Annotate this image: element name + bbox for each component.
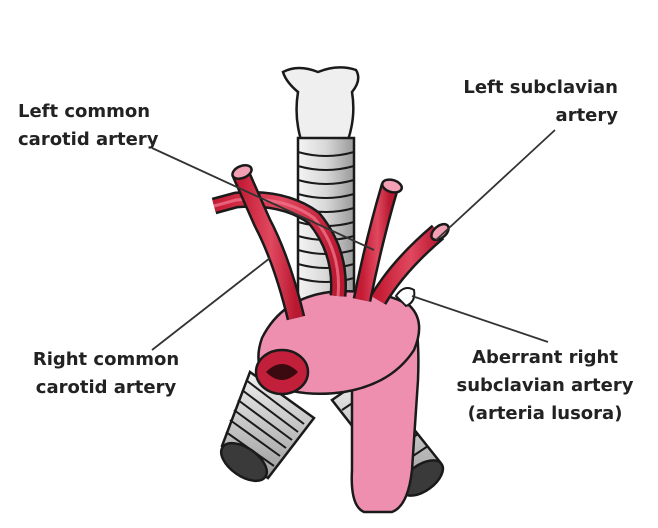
right-common-carotid-artery [231,164,306,321]
label-aberrant-right-subclavian-line3: (arteria lusora) [467,403,623,424]
left-bronchus-opening [219,441,269,483]
leader-left-subclavian [435,129,556,241]
trachea [281,66,360,302]
left-common-carotid-artery [352,178,404,302]
label-left-common-carotid: Left common carotid artery [18,98,158,154]
label-left-subclavian-line2: artery [555,105,618,126]
label-left-common-carotid-line2: carotid artery [18,129,159,150]
leader-right-common-carotid [151,257,271,351]
label-aberrant-right-subclavian: Aberrant right subclavian artery (arteri… [450,344,640,428]
left-bronchus [219,370,316,483]
left-subclavian-artery [369,222,450,305]
leader-left-common-carotid [151,147,375,251]
larynx-cartilage [281,66,360,142]
label-left-common-carotid-line1: Left common [18,101,151,122]
label-aberrant-right-subclavian-line1: Aberrant right [472,347,618,368]
label-left-subclavian-line1: Left subclavian [463,77,618,98]
label-aberrant-right-subclavian-line2: subclavian artery [456,375,634,396]
leader-aberrant-right-subclavian [411,295,549,343]
label-left-subclavian: Left subclavian artery [462,74,618,130]
label-right-common-carotid-line1: Right common [32,349,180,370]
label-right-common-carotid-line2: carotid artery [35,377,177,398]
leader-lines [151,129,556,351]
label-right-common-carotid: Right common carotid artery [28,346,184,402]
